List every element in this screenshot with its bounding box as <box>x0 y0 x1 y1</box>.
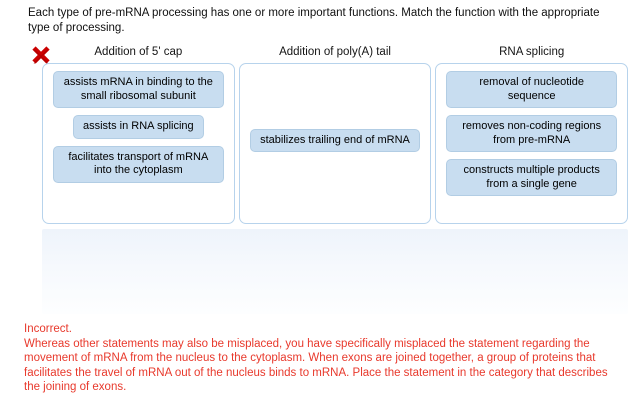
drop-zone-rna-splicing[interactable]: removal of nucleotide sequence removes n… <box>435 63 629 224</box>
column-header: Addition of 5' cap <box>94 46 183 58</box>
question-prompt: Each type of pre-mRNA processing has one… <box>28 7 600 34</box>
feedback-heading: Incorrect. <box>24 323 72 335</box>
category-column-poly-a-tail: Addition of poly(A) tail stabilizes trai… <box>238 45 432 224</box>
drop-zone-poly-a-tail[interactable]: stabilizes trailing end of mRNA <box>238 63 432 224</box>
feedback-message: Incorrect. Whereas other statements may … <box>24 322 624 395</box>
category-column-5-cap: Addition of 5' cap assists mRNA in bindi… <box>42 45 235 224</box>
chip-item[interactable]: assists mRNA in binding to the small rib… <box>52 71 225 108</box>
red-x-icon <box>30 44 52 66</box>
chip-item[interactable]: removes non-coding regions from pre-mRNA <box>445 115 618 152</box>
category-column-rna-splicing: RNA splicing removal of nucleotide seque… <box>435 45 629 224</box>
chip-item[interactable]: stabilizes trailing end of mRNA <box>250 128 420 153</box>
chip-item[interactable]: constructs multiple products from a sing… <box>445 159 618 196</box>
answer-bank-tray[interactable] <box>42 229 628 314</box>
column-header: RNA splicing <box>499 46 565 58</box>
column-header: Addition of poly(A) tail <box>279 46 391 58</box>
drop-zone-5-cap[interactable]: assists mRNA in binding to the small rib… <box>42 63 235 224</box>
feedback-body: Whereas other statements may also be mis… <box>24 337 608 394</box>
chip-item[interactable]: facilitates transport of mRNA into the c… <box>52 145 225 183</box>
chip-item[interactable]: removal of nucleotide sequence <box>445 71 618 108</box>
category-columns: Addition of 5' cap assists mRNA in bindi… <box>42 45 629 224</box>
chip-item[interactable]: assists in RNA splicing <box>73 115 204 139</box>
